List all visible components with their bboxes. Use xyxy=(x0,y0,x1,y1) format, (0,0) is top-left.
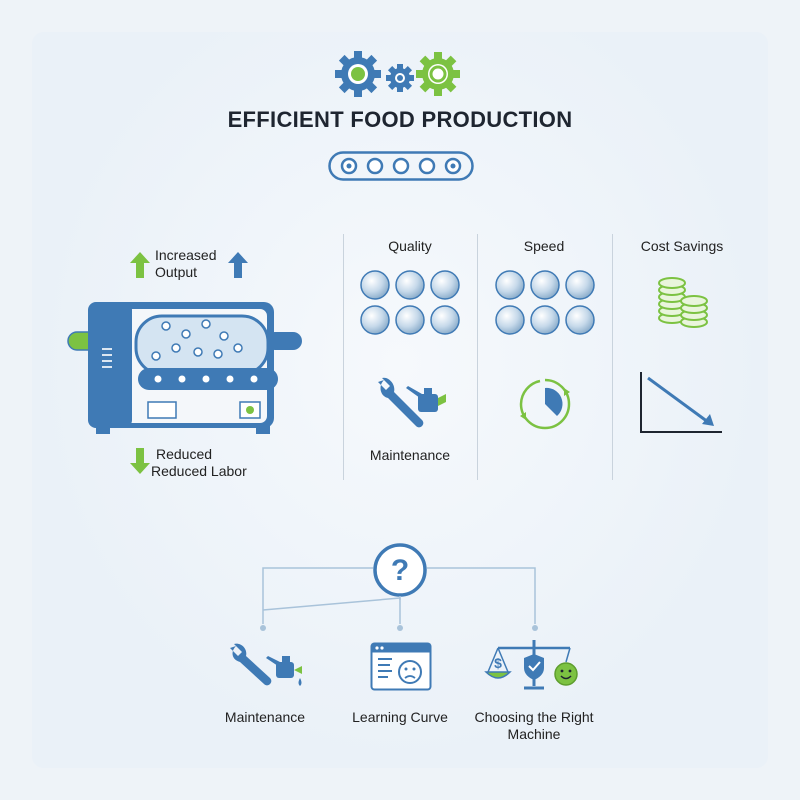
green-up-arrow-icon xyxy=(130,252,150,278)
wrench-oil-can-icon xyxy=(230,643,302,686)
svg-text:?: ? xyxy=(391,554,409,587)
timer-cycle-icon xyxy=(519,378,571,430)
column-header-quality: Quality xyxy=(388,238,432,254)
learning-curve-label: Learning Curve xyxy=(352,709,448,725)
increased-output-label-2: Output xyxy=(155,264,198,280)
maintenance-label: Maintenance xyxy=(369,447,451,463)
coins-icon xyxy=(658,277,708,328)
food-processing-machine-icon xyxy=(67,302,302,434)
connector-lines xyxy=(260,567,538,631)
reduced-label-2: Reduced Labor xyxy=(151,463,247,479)
divider xyxy=(612,234,613,480)
column-header-cost-savings: Cost Savings xyxy=(640,238,724,254)
quality-spheres-icon xyxy=(360,270,460,335)
increased-output-label-1: Increased xyxy=(155,247,217,263)
balance-scale-icon: $ xyxy=(484,640,578,690)
choosing-machine-label-1: Choosing the Right xyxy=(474,709,594,725)
column-header-speed: Speed xyxy=(523,238,565,254)
page-title: EFFICIENT FOOD PRODUCTION xyxy=(227,107,573,132)
green-down-arrow-icon xyxy=(130,448,150,474)
choosing-machine-label-2: Machine xyxy=(507,726,561,742)
speed-spheres-icon xyxy=(495,270,595,335)
question-mark-icon: ? xyxy=(373,543,427,597)
conveyor-belt-icon xyxy=(328,151,474,181)
reduced-label-1: Reduced xyxy=(156,446,213,462)
gears-icon xyxy=(335,51,460,97)
learning-curve-screen-icon xyxy=(370,642,432,691)
blue-up-arrow-icon xyxy=(228,252,248,278)
svg-text:$: $ xyxy=(494,655,502,671)
declining-chart-icon xyxy=(640,372,722,433)
wrench-oil-can-icon xyxy=(378,377,446,428)
bottom-maintenance-label: Maintenance xyxy=(224,709,306,725)
divider xyxy=(343,234,344,480)
divider xyxy=(477,234,478,480)
